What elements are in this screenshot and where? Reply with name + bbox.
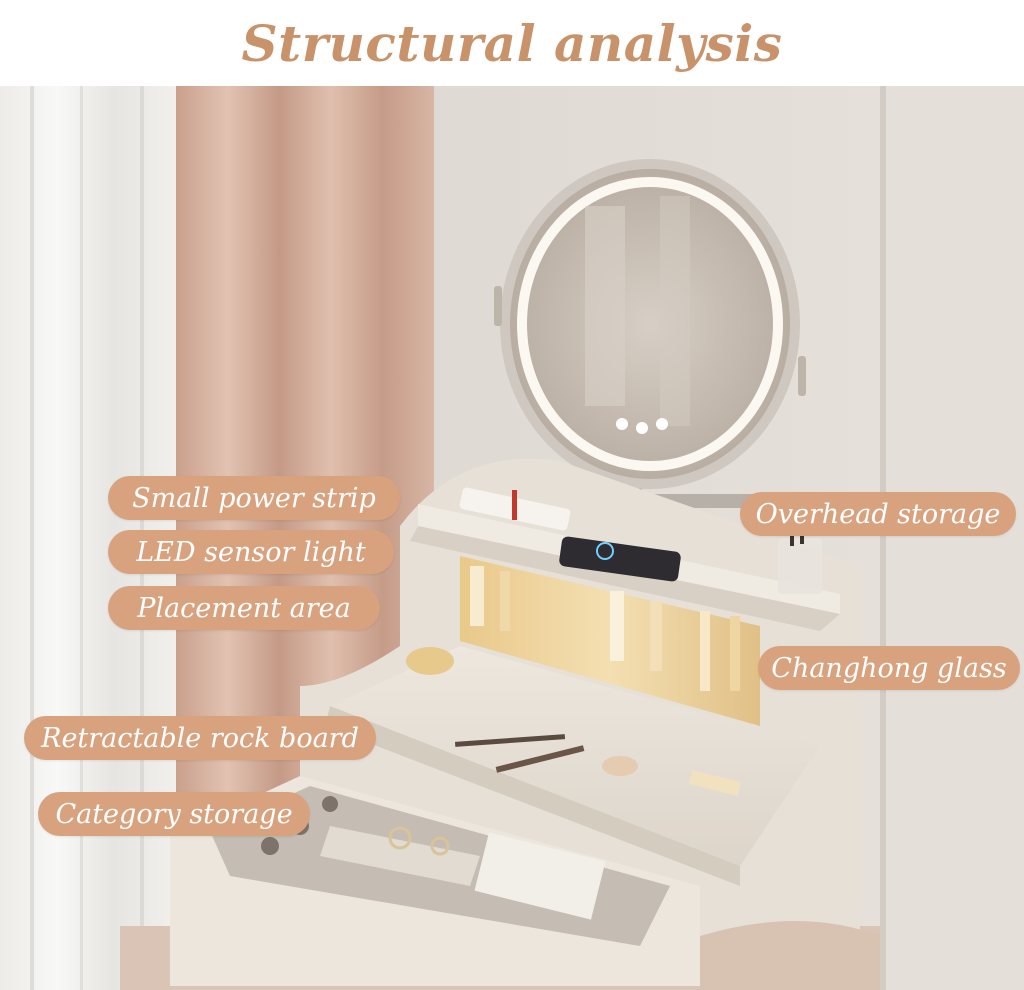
vanity-illustration <box>0 86 1024 990</box>
label-overhead-storage: Overhead storage <box>740 492 1016 536</box>
label-changhong-glass: Changhong glass <box>758 646 1020 690</box>
label-led-sensor-light: LED sensor light <box>108 530 394 574</box>
label-small-power-strip: Small power strip <box>108 476 400 520</box>
label-placement-area: Placement area <box>108 586 380 630</box>
vanity-photo <box>0 86 1024 990</box>
page-title: Structural analysis <box>241 13 783 73</box>
label-retractable-rock-board: Retractable rock board <box>24 716 376 760</box>
label-category-storage: Category storage <box>38 792 310 836</box>
